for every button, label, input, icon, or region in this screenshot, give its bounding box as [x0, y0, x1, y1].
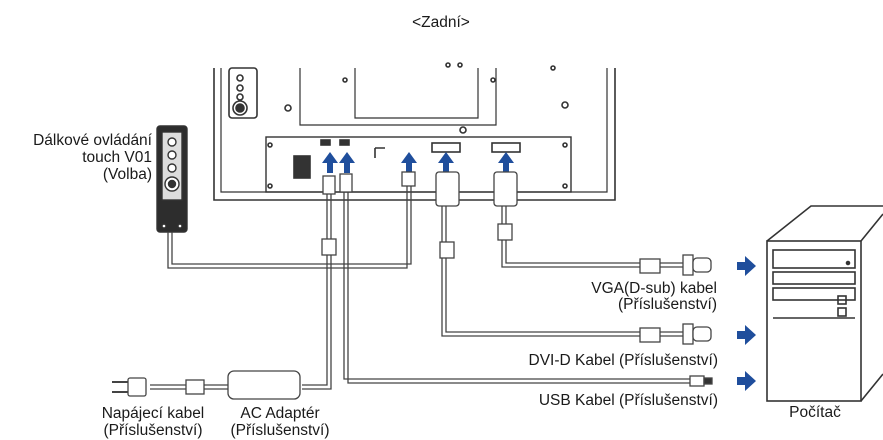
adapter-label-line-2: (Příslušenství)	[230, 422, 330, 439]
power-label-line-2: (Příslušenství)	[103, 422, 203, 439]
remote-label-line-3: (Volba)	[102, 166, 152, 183]
usb-cable-label: USB Kabel (Příslušenství)	[538, 392, 718, 409]
vga-label-line-1: VGA(D-sub) kabel	[591, 280, 717, 297]
ac-adapter-label: AC Adaptér (Příslušenství)	[220, 405, 340, 439]
vga-label-line-2: (Příslušenství)	[617, 296, 717, 313]
connection-arrows	[322, 152, 756, 391]
remote-label-line-2: touch V01	[82, 149, 152, 166]
dvi-cable-label: DVI-D Kabel (Příslušenství)	[528, 352, 719, 369]
remote-label-line-1: Dálkové ovládání	[33, 132, 152, 149]
computer-tower	[766, 205, 883, 402]
vga-cable-label: VGA(D-sub) kabel (Příslušenství)	[500, 281, 717, 313]
remote-controller-label: Dálkové ovládání touch V01 (Volba)	[0, 132, 152, 183]
computer-label: Počítač	[789, 404, 841, 421]
diagram-title: <Zadní>	[412, 14, 470, 31]
remote-controller	[156, 125, 188, 233]
power-label-line-1: Napájecí kabel	[101, 405, 205, 422]
adapter-label-line-1: AC Adaptér	[240, 405, 320, 422]
cables	[112, 171, 713, 400]
monitor-rear	[213, 62, 616, 201]
power-cable-label: Napájecí kabel (Příslušenství)	[83, 405, 223, 439]
